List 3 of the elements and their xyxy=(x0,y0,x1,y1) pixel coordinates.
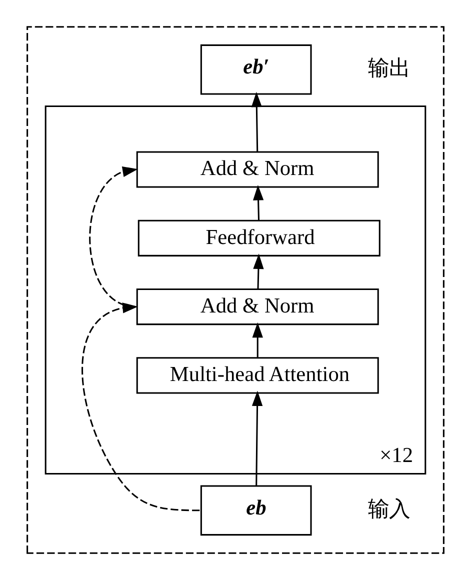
label: 输入 xyxy=(368,497,410,522)
node-label: ×12 xyxy=(379,442,413,467)
label: 输出 xyxy=(368,56,410,82)
